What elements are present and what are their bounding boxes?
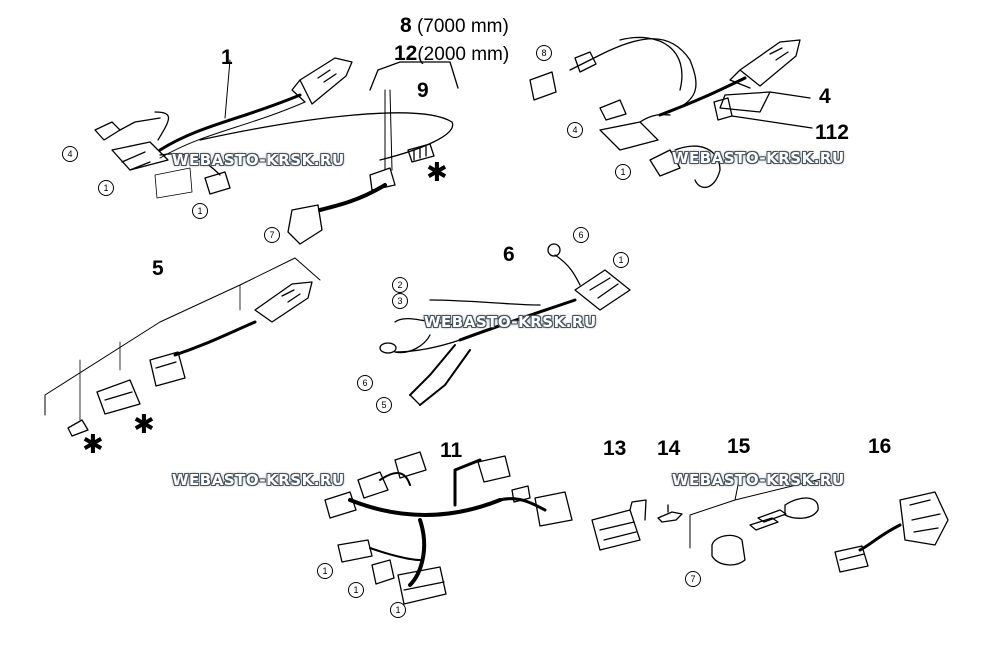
label-part-4: 4 xyxy=(819,85,831,108)
asterisk-mark: ✱ xyxy=(426,158,448,188)
label-part-16: 16 xyxy=(868,435,892,458)
callout-8: 8 xyxy=(536,45,552,61)
label-part-12-length: (2000 mm) xyxy=(417,44,510,65)
callout-3: 3 xyxy=(392,293,408,309)
label-part-1: 1 xyxy=(221,46,233,69)
harness-6-drawing xyxy=(379,243,631,406)
label-part-12-number: 12 xyxy=(394,42,418,65)
label-part-12: 12(2000 mm) xyxy=(394,43,509,64)
asterisk-mark: ✱ xyxy=(133,410,155,440)
harness-16-drawing xyxy=(834,491,949,573)
set-15-drawing xyxy=(689,474,826,566)
label-part-8-length: (7000 mm) xyxy=(416,16,509,37)
callout-7: 7 xyxy=(685,571,701,587)
callout-1: 1 xyxy=(390,602,406,618)
harness-1-drawing xyxy=(94,57,454,199)
label-part-14: 14 xyxy=(657,437,681,460)
callout-4: 4 xyxy=(567,122,583,138)
watermark: WEBASTO-KRSK.RU xyxy=(172,471,345,489)
terminal-14-drawing xyxy=(657,504,683,523)
label-part-15: 15 xyxy=(727,435,751,458)
callout-5: 5 xyxy=(376,397,392,413)
label-part-8: 8 (7000 mm) xyxy=(400,15,509,36)
harness-5-drawing xyxy=(44,257,321,437)
callout-4: 4 xyxy=(62,146,78,162)
label-part-11: 11 xyxy=(440,439,463,462)
label-part-8-number: 8 xyxy=(400,14,412,37)
callout-1: 1 xyxy=(615,164,631,180)
watermark: WEBASTO-KRSK.RU xyxy=(672,149,845,167)
label-part-5: 5 xyxy=(152,257,164,280)
label-part-9: 9 xyxy=(417,79,429,102)
callout-1: 1 xyxy=(317,563,333,579)
callout-1: 1 xyxy=(613,252,629,268)
callout-6: 6 xyxy=(357,375,373,391)
harness-4-drawing xyxy=(529,36,813,189)
callout-6: 6 xyxy=(573,227,589,243)
callout-1: 1 xyxy=(348,582,364,598)
label-part-13: 13 xyxy=(603,437,627,460)
cable-8-12-drawing xyxy=(287,61,459,245)
connector-13-drawing xyxy=(591,499,647,551)
watermark: WEBASTO-KRSK.RU xyxy=(172,151,345,169)
harness-11-drawing xyxy=(324,451,573,605)
callout-2: 2 xyxy=(392,277,408,293)
watermark: WEBASTO-KRSK.RU xyxy=(424,313,597,331)
callout-1: 1 xyxy=(192,203,208,219)
callout-7: 7 xyxy=(264,227,280,243)
watermark: WEBASTO-KRSK.RU xyxy=(672,471,845,489)
callout-1: 1 xyxy=(98,180,114,196)
label-part-6: 6 xyxy=(503,243,515,266)
asterisk-mark: ✱ xyxy=(82,430,104,460)
label-part-112: 112 xyxy=(815,121,849,144)
